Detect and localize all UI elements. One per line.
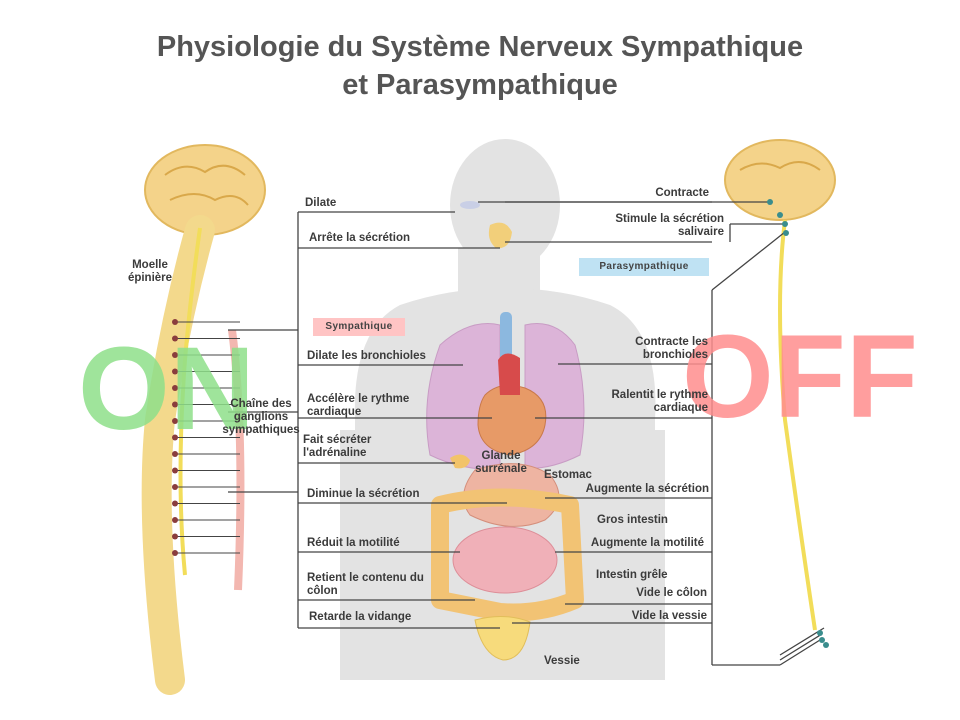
para-node-1	[777, 212, 783, 218]
para-node-3	[783, 230, 789, 236]
ganglion-dot-10	[172, 484, 178, 490]
ganglion-dot-14	[172, 550, 178, 556]
para-effect-1: Stimule la sécrétion salivaire	[615, 213, 724, 238]
large-intestine-label: Gros intestin	[597, 514, 668, 526]
para-effect-2: Contracte les bronchioles	[635, 336, 708, 361]
parasympathetic-tag: Parasympathique	[579, 258, 709, 276]
ganglion-dot-3	[172, 368, 178, 375]
sacral-link-c	[779, 627, 825, 656]
para-node-4	[817, 630, 823, 636]
symp-effect-8: Retarde la vidange	[309, 611, 412, 623]
symp-effect-5: Diminue la sécrétion	[307, 488, 420, 500]
symp-effect-2: Dilate les bronchioles	[307, 350, 426, 362]
vagus-nerve	[778, 219, 817, 631]
symp-effect-7: Retient le contenu du côlon	[307, 572, 424, 597]
ganglion-dot-0	[172, 319, 178, 325]
diagram-title: Physiologie du Système Nerveux Sympathiq…	[0, 28, 960, 104]
ganglion-dot-6	[172, 418, 178, 424]
ganglia-chain-label: Chaîne des ganglions sympathiques	[222, 398, 300, 436]
small-intestine-label: Intestin grêle	[596, 569, 668, 581]
symp-effect-4: Fait sécréter l'adrénaline	[303, 434, 372, 459]
sacral-link-a	[779, 639, 821, 666]
ganglion-dot-8	[172, 451, 178, 457]
ganglion-dot-4	[172, 385, 178, 391]
ganglion-dot-2	[172, 352, 178, 358]
spinal-cord-label: Moelle épinière	[127, 259, 173, 284]
symp-effect-0: Dilate	[305, 197, 337, 209]
para-effect-7: Vide la vessie	[631, 610, 707, 622]
title-line-2: et Parasympathique	[342, 69, 618, 101]
para-node-0	[767, 199, 773, 205]
ganglion-dots	[172, 199, 829, 648]
stomach-label: Estomac	[544, 469, 592, 481]
symp-effect-1: Arrête la sécrétion	[309, 232, 410, 244]
para-effect-5: Augmente la motilité	[590, 537, 704, 549]
ganglion-dot-7	[172, 434, 178, 441]
connector-lines	[175, 201, 825, 666]
ganglion-dot-11	[172, 500, 178, 507]
sacral-link-b	[779, 633, 823, 661]
para-effect-6: Vide le côlon	[636, 587, 707, 599]
bladder-label: Vessie	[544, 655, 580, 667]
aorta	[498, 353, 520, 395]
off-label: OFF	[682, 311, 918, 443]
sympathetic-tag: Sympathique	[313, 318, 405, 336]
para-node-2	[782, 221, 788, 227]
ganglion-dot-5	[172, 401, 178, 408]
para-node-6	[819, 637, 825, 643]
on-label: ON	[78, 323, 255, 455]
symp-effect-6: Réduit la motilité	[307, 537, 400, 549]
ganglion-dot-1	[172, 335, 178, 342]
ganglion-dot-12	[172, 517, 178, 523]
small-intestine-shape	[452, 526, 558, 594]
para-node-5	[823, 642, 829, 648]
heart	[477, 384, 547, 456]
adrenal-gland-label: Glande surrénale	[475, 450, 527, 475]
adrenal-gland-shape	[450, 454, 470, 469]
trachea	[500, 312, 512, 362]
para-effect-0: Contracte	[655, 187, 709, 199]
ganglion-dot-13	[172, 533, 178, 540]
title-line-1: Physiologie du Système Nerveux Sympathiq…	[156, 31, 804, 63]
eye	[460, 201, 480, 209]
symp-effect-3: Accélère le rythme cardiaque	[307, 393, 410, 418]
right-brain	[724, 139, 836, 221]
large-intestine-shape	[431, 488, 584, 622]
cranial-link-vagus	[711, 231, 786, 291]
para-effect-3: Ralentit le rythme cardiaque	[611, 389, 709, 414]
ganglion-dot-9	[172, 467, 178, 474]
para-effect-4: Augmente la sécrétion	[585, 483, 709, 495]
